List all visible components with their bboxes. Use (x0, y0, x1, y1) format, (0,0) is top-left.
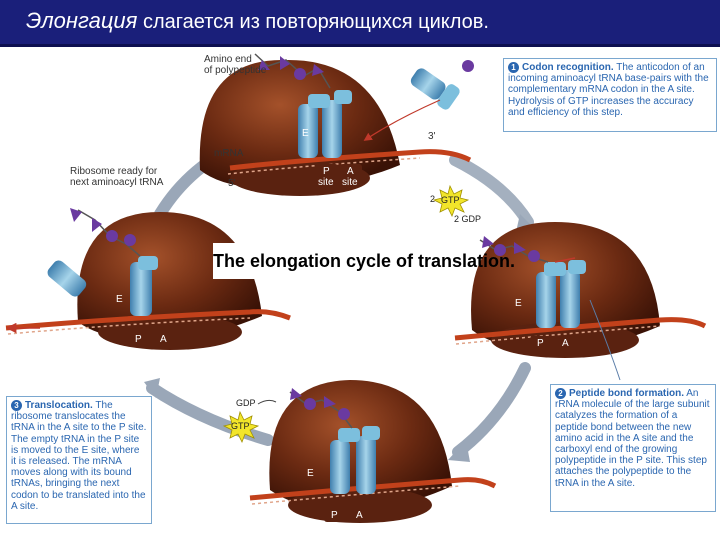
step-heading-1: Codon recognition. (522, 62, 614, 73)
gtp-starburst-top (432, 184, 470, 217)
label-ribosome-ready-1: Ribosome ready for (70, 166, 158, 177)
step-heading-2: Peptide bond formation. (569, 388, 684, 399)
step-number-2: 2 (555, 388, 566, 399)
label-two-gdp: 2 GDP (454, 214, 482, 224)
cycle-arrow-top-right (449, 154, 534, 228)
ribosome-right (454, 222, 707, 381)
diagram-title: The elongation cycle of translation. (213, 243, 515, 279)
label-amino-end: Amino end (204, 54, 252, 65)
label-site-word-p: site (318, 177, 334, 188)
label-two: 2 (430, 194, 436, 204)
ribosome-bottom (249, 380, 497, 523)
label-ribosome-ready-2: next aminoacyl tRNA (70, 177, 164, 188)
label-gdp: GDP (236, 398, 256, 408)
step-body-2: An rRNA molecule of the large subunit ca… (555, 388, 710, 489)
slide-title: Элонгация слагается из повторяющихся цик… (26, 8, 489, 34)
label-a-site-top: A (347, 166, 354, 177)
label-of-polypeptide: of polypeptide (204, 65, 267, 76)
label-a-site-left: A (160, 334, 167, 345)
step-body-1: The anticodon of an incoming aminoacyl t… (508, 62, 709, 118)
title-rest: слагается из повторяющихся циклов. (142, 11, 489, 33)
label-a-site-bottom: A (356, 510, 363, 521)
gtp-starburst-bottom (222, 410, 260, 443)
step-number-1: 1 (508, 62, 519, 73)
step-number-3: 3 (11, 400, 22, 411)
ribosome-top (199, 53, 474, 196)
label-gtp-bottom: GTP (231, 421, 250, 431)
label-p-site-right: P (537, 338, 544, 349)
title-italic: Элонгация (26, 8, 138, 33)
label-e-site-left: E (116, 294, 123, 305)
title-bar: Элонгация слагается из повторяющихся цик… (0, 0, 720, 47)
label-p-site-bottom: P (331, 510, 338, 521)
step-body-3: The ribosome translocates the tRNA in th… (11, 400, 147, 512)
label-a-site-right: A (562, 338, 569, 349)
label-gtp-top: GTP (441, 195, 460, 205)
step-heading-3: Translocation. (25, 400, 93, 411)
label-five-prime: 5' (228, 178, 236, 189)
ribosome-left (5, 208, 291, 350)
label-e-site-bottom: E (307, 468, 314, 479)
label-p-site-left: P (135, 334, 142, 345)
label-p-site-top: P (323, 166, 330, 177)
label-three-prime: 3' (428, 131, 436, 142)
label-e-site-top: E (302, 128, 309, 139)
label-e-site-right: E (515, 298, 522, 309)
cycle-arrow-bottom-left (146, 382, 274, 446)
label-mrna: mRNA (214, 148, 244, 159)
cycle-arrow-bottom-right (452, 362, 531, 458)
label-site-word-a: site (342, 177, 358, 188)
elongation-cycle-diagram (5, 53, 707, 523)
